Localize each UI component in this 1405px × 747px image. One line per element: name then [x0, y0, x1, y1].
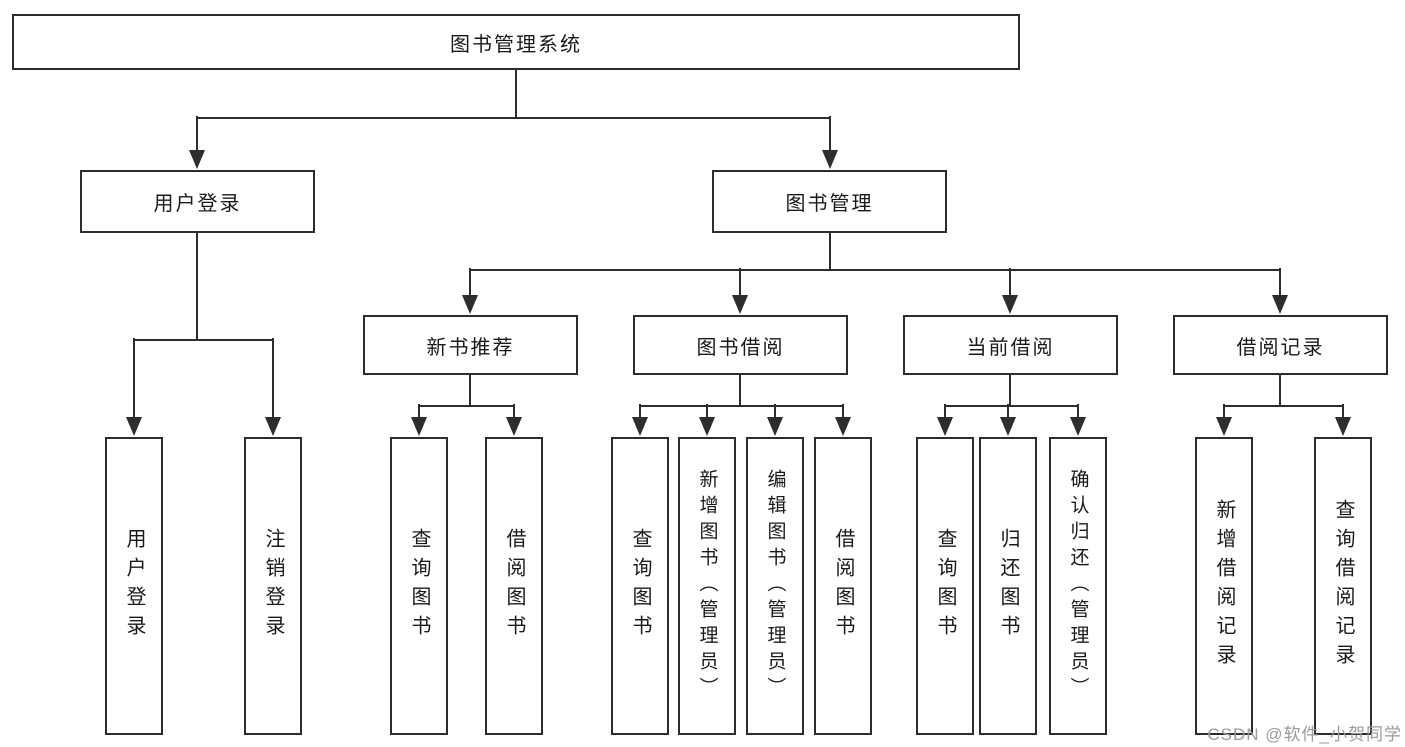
watermark: CSDN @软件_小贺同学: [1207, 725, 1402, 744]
leaf-search-borrow-record: 查询借阅记录: [1314, 437, 1372, 735]
leaf-return-book: 归还图书: [979, 437, 1037, 735]
leaf-search-books-current: 查询图书: [916, 437, 974, 735]
leaf-search-books-borrow: 查询图书: [611, 437, 669, 735]
leaf-borrow-books: 借阅图书: [814, 437, 872, 735]
node-borrow-records: 借阅记录: [1173, 315, 1388, 375]
node-library-system: 图书管理系统: [12, 14, 1020, 70]
leaf-user-login: 用户登录: [105, 437, 163, 735]
leaf-logout: 注销登录: [244, 437, 302, 735]
leaf-add-borrow-record: 新增借阅记录: [1195, 437, 1253, 735]
leaf-add-book-admin: 新增图书（管理员）: [678, 437, 736, 735]
node-book-borrow: 图书借阅: [633, 315, 848, 375]
node-user-login: 用户登录: [80, 170, 315, 233]
node-current-borrow: 当前借阅: [903, 315, 1118, 375]
node-book-management: 图书管理: [712, 170, 947, 233]
leaf-borrow-books-recommend: 借阅图书: [485, 437, 543, 735]
leaf-confirm-return-admin: 确认归还（管理员）: [1049, 437, 1107, 735]
leaf-search-books-recommend: 查询图书: [390, 437, 448, 735]
node-new-book-recommend: 新书推荐: [363, 315, 578, 375]
leaf-edit-book-admin: 编辑图书（管理员）: [746, 437, 804, 735]
